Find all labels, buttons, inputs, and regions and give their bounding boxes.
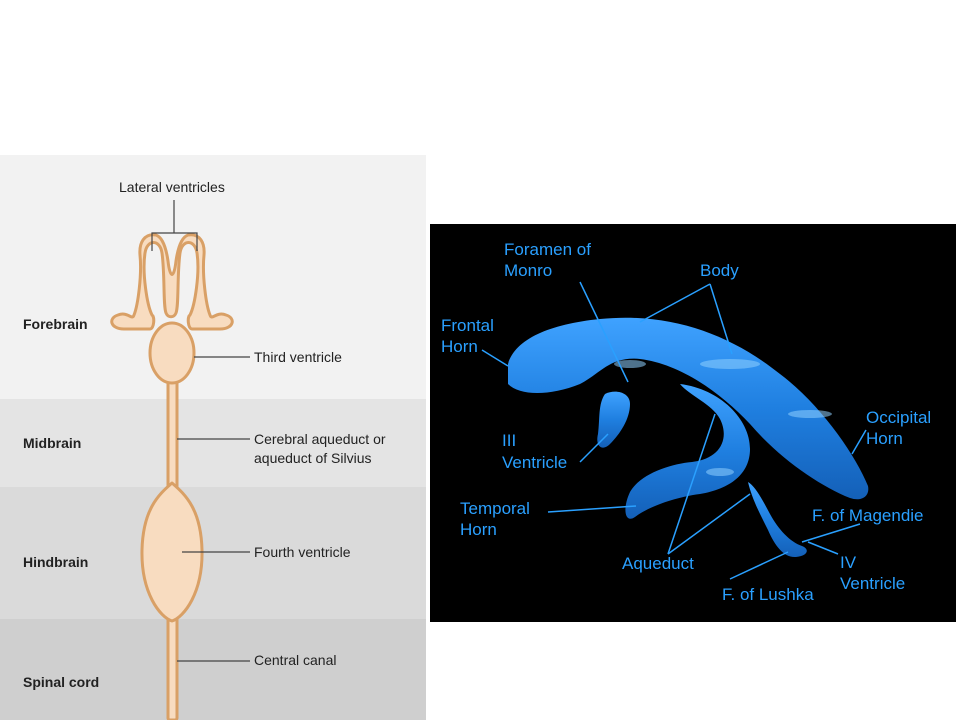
lateral-ventricles-label: Lateral ventricles [119,179,225,195]
hindbrain-band [0,487,426,619]
iv-ventricle-label-1: IV [840,553,857,572]
iv-ventricle-line [807,541,839,555]
forebrain-label: Forebrain [23,316,88,332]
f-magendie-label: F. of Magendie [812,506,924,525]
forebrain-band [0,155,426,399]
occipital-horn-line [851,429,867,455]
aqueduct-line-1 [667,413,716,555]
temporal-horn-label-2: Horn [460,520,497,539]
frontal-horn-line [481,349,509,367]
iii-ventricle-label-2: Ventricle [502,453,567,472]
ventricle-3d-shape [508,317,869,558]
ventricle-highlights [614,359,832,476]
foramen-monro-label-1: Foramen of [504,240,591,259]
frontal-horn-label-2: Horn [441,337,478,356]
central-canal-label: Central canal [254,652,337,668]
adult-ventricles-3d-diagram: Foramen of Monro Body Frontal Horn Occip… [430,224,956,622]
f-lushka-line [729,551,789,580]
midbrain-band [0,399,426,487]
iv-ventricle-label-2: Ventricle [840,574,905,593]
temporal-horn-label-1: Temporal [460,499,530,518]
adult-ventricles-svg: Foramen of Monro Body Frontal Horn Occip… [441,240,931,604]
temporal-horn-line [547,505,637,513]
embryonic-ventricles-diagram: Forebrain Midbrain Hindbrain Spinal cord… [0,155,426,720]
cerebral-aqueduct-label-1: Cerebral aqueduct or [254,431,386,447]
f-magendie-line [801,523,861,543]
ventricle-system-shape [110,233,234,720]
right-leader-lines [481,281,867,580]
midbrain-label: Midbrain [23,435,81,451]
spinal-cord-band [0,619,426,720]
hindbrain-label: Hindbrain [23,554,88,570]
aqueduct-line-2 [667,493,751,555]
occipital-horn-label-2: Horn [866,429,903,448]
spinal-cord-label: Spinal cord [23,674,99,690]
body-label: Body [700,261,739,280]
f-lushka-label: F. of Lushka [722,585,814,604]
aqueduct-label: Aqueduct [622,554,694,573]
cerebral-aqueduct-label-2: aqueduct of Silvius [254,450,372,466]
lateral-ventricles-bracket [151,200,198,251]
foramen-monro-label-2: Monro [504,261,552,280]
fourth-ventricle-label: Fourth ventricle [254,544,351,560]
foramen-monro-line [579,281,629,383]
left-leader-lines [151,200,250,662]
body-line-2 [709,283,733,355]
occipital-horn-label-1: Occipital [866,408,931,427]
third-ventricle-label: Third ventricle [254,349,342,365]
iii-ventricle-line [579,433,609,463]
embryonic-ventricles-svg: Forebrain Midbrain Hindbrain Spinal cord… [0,155,426,720]
body-line-1 [639,283,711,323]
iii-ventricle-label-1: III [502,431,516,450]
frontal-horn-label-1: Frontal [441,316,494,335]
